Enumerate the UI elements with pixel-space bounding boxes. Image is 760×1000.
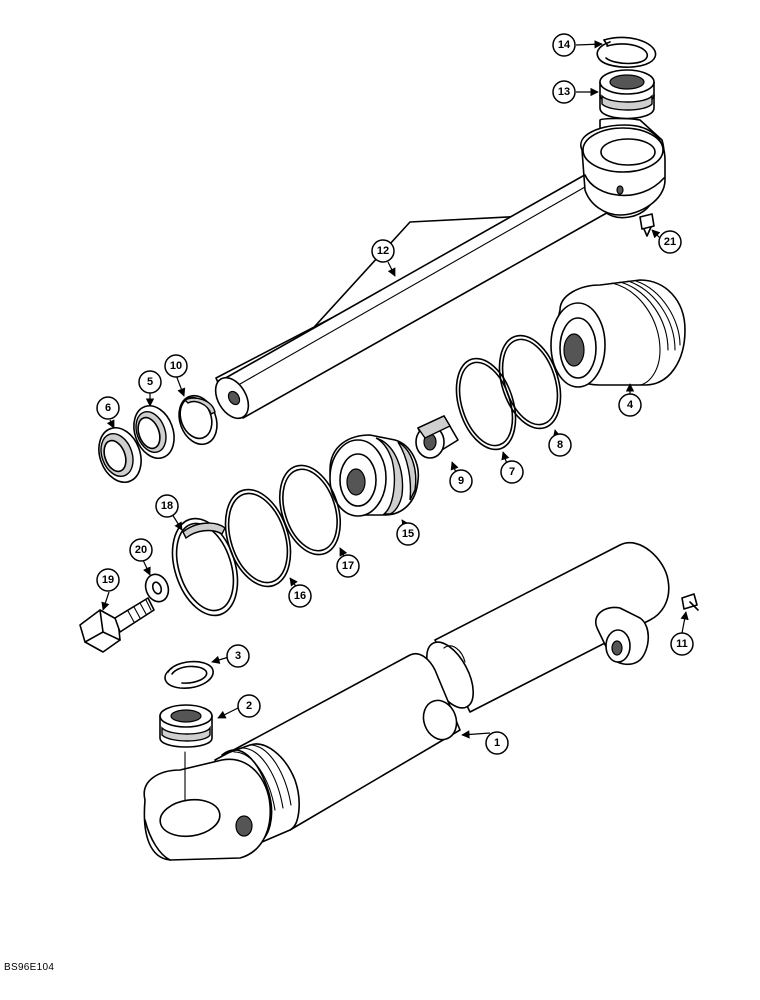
svg-text:9: 9 bbox=[458, 475, 464, 487]
callout-15: 15 bbox=[396, 522, 420, 546]
callout-16: 16 bbox=[288, 584, 312, 608]
callout-6: 6 bbox=[96, 396, 120, 420]
svg-text:14: 14 bbox=[558, 39, 571, 51]
svg-text:12: 12 bbox=[377, 245, 389, 257]
svg-text:19: 19 bbox=[102, 574, 114, 586]
callout-14: 14 bbox=[552, 33, 576, 57]
svg-text:20: 20 bbox=[135, 544, 147, 556]
svg-text:4: 4 bbox=[627, 399, 634, 411]
piston-rod-12 bbox=[214, 117, 666, 420]
svg-text:15: 15 bbox=[402, 528, 414, 540]
callout-21: 21 bbox=[658, 230, 682, 254]
washer-6 bbox=[98, 427, 142, 483]
diagram-code: BS96E104 bbox=[4, 962, 55, 973]
piston-15 bbox=[329, 434, 420, 517]
bearing-13 bbox=[599, 69, 655, 120]
cylinder-head-4 bbox=[550, 279, 686, 388]
bearing-2 bbox=[159, 704, 213, 748]
callout-8: 8 bbox=[548, 433, 572, 457]
callout-19: 19 bbox=[96, 568, 120, 592]
callout-12: 12 bbox=[371, 239, 395, 263]
callout-17: 17 bbox=[336, 554, 360, 578]
svg-text:10: 10 bbox=[170, 360, 182, 372]
callout-10: 10 bbox=[164, 354, 188, 378]
svg-text:5: 5 bbox=[147, 376, 153, 388]
callout-11: 11 bbox=[670, 632, 694, 656]
svg-text:18: 18 bbox=[161, 500, 173, 512]
snap-ring-14 bbox=[596, 36, 657, 68]
svg-text:2: 2 bbox=[246, 700, 252, 712]
bolt-19 bbox=[79, 597, 155, 653]
wear-ring-18 bbox=[171, 517, 239, 617]
spacer-9 bbox=[415, 415, 459, 459]
callout-5: 5 bbox=[138, 370, 162, 394]
callout-18: 18 bbox=[155, 494, 179, 518]
callout-20: 20 bbox=[129, 538, 153, 562]
callout-4: 4 bbox=[618, 393, 642, 417]
callout-3: 3 bbox=[226, 644, 250, 668]
svg-text:21: 21 bbox=[664, 236, 676, 248]
ring-16 bbox=[224, 488, 292, 588]
svg-text:8: 8 bbox=[557, 439, 563, 451]
seal-10 bbox=[178, 394, 218, 446]
callout-9: 9 bbox=[449, 469, 473, 493]
callout-13: 13 bbox=[552, 80, 576, 104]
callout-7: 7 bbox=[500, 460, 524, 484]
svg-text:3: 3 bbox=[235, 650, 241, 662]
svg-text:11: 11 bbox=[676, 638, 688, 650]
snap-ring-3 bbox=[164, 660, 214, 689]
svg-text:6: 6 bbox=[105, 402, 111, 414]
svg-text:7: 7 bbox=[509, 466, 515, 478]
grease-fitting-21 bbox=[639, 213, 655, 237]
callout-1: 1 bbox=[485, 731, 509, 755]
svg-text:13: 13 bbox=[558, 86, 570, 98]
o-ring-7 bbox=[455, 357, 517, 451]
svg-text:17: 17 bbox=[342, 560, 354, 572]
washer-20 bbox=[144, 573, 170, 603]
svg-text:16: 16 bbox=[294, 590, 306, 602]
svg-text:1: 1 bbox=[494, 737, 500, 749]
callout-2: 2 bbox=[237, 694, 261, 718]
cylinder-barrel bbox=[143, 542, 670, 861]
wiper-5 bbox=[133, 405, 175, 459]
grease-fitting-11 bbox=[681, 593, 699, 611]
